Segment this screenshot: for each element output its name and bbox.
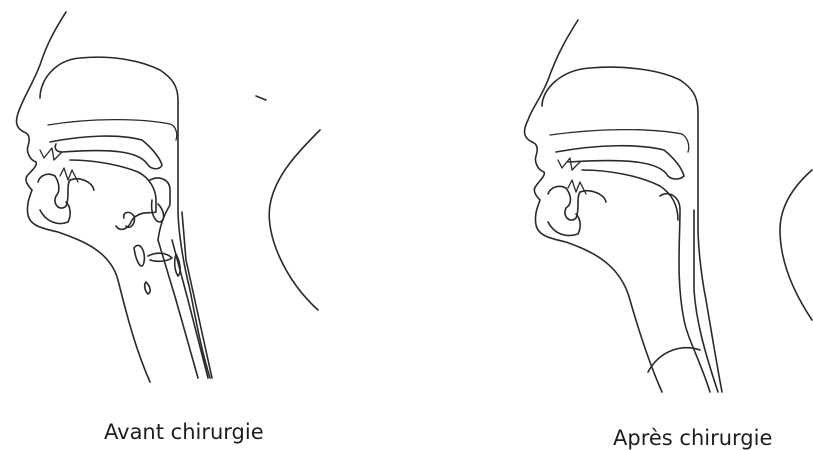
- caption-before-surgery: Avant chirurgie: [104, 420, 264, 444]
- caption-after-surgery: Après chirurgie: [613, 426, 772, 450]
- head-profile-after: [525, 20, 812, 392]
